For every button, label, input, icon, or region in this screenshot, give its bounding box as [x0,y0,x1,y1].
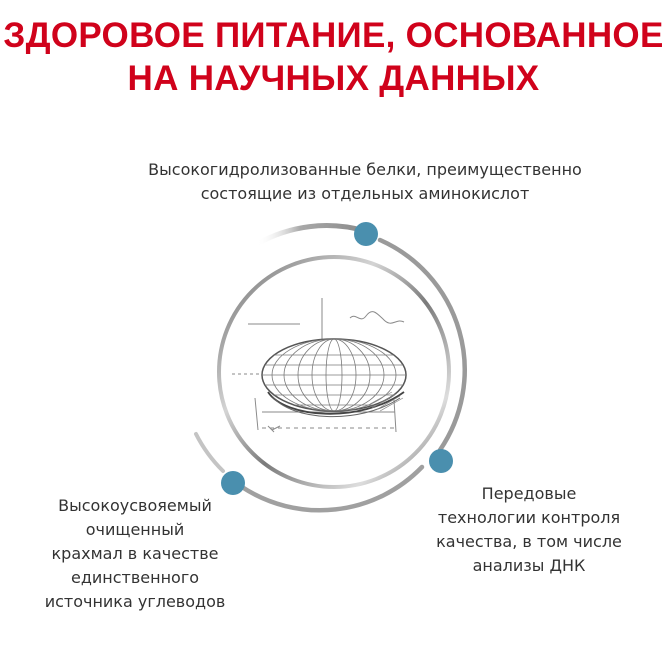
caption-line: состоящие из отдельных аминокислот [200,184,530,203]
inner-ring [217,255,451,489]
caption-line: Высокоусвояемый [58,496,212,515]
caption-line: Передовые [481,484,577,503]
outer-ring [194,223,467,513]
caption-line: крахмал в качестве [51,544,219,563]
kibble-sketch [261,338,407,418]
benefit-dot-top [354,222,378,246]
caption-line: технологии контроля [437,508,621,527]
title-line-2: НА НАУЧНЫХ ДАННЫХ [127,59,540,98]
page-title: ЗДОРОВОЕ ПИТАНИЕ, ОСНОВАННОЕ НА НАУЧНЫХ … [0,14,667,100]
caption-line: качества, в том числе [436,532,622,551]
benefit-dot-right [429,449,453,473]
caption-line: очищенный [85,520,185,539]
caption-line: анализы ДНК [472,556,586,575]
benefit-quality-caption: Передовые технологии контроля качества, … [406,482,652,578]
benefit-protein-caption: Высокогидролизованные белки, преимуществ… [90,158,640,206]
benefit-starch-caption: Высокоусвояемый очищенный крахмал в каче… [10,494,260,614]
benefit-dot-left [221,471,245,495]
caption-line: единственного [70,568,200,587]
caption-line: источника углеводов [44,592,226,611]
title-line-1: ЗДОРОВОЕ ПИТАНИЕ, ОСНОВАННОЕ [3,16,664,55]
caption-line: Высокогидролизованные белки, преимуществ… [148,160,582,179]
sketch-guides [232,298,405,433]
